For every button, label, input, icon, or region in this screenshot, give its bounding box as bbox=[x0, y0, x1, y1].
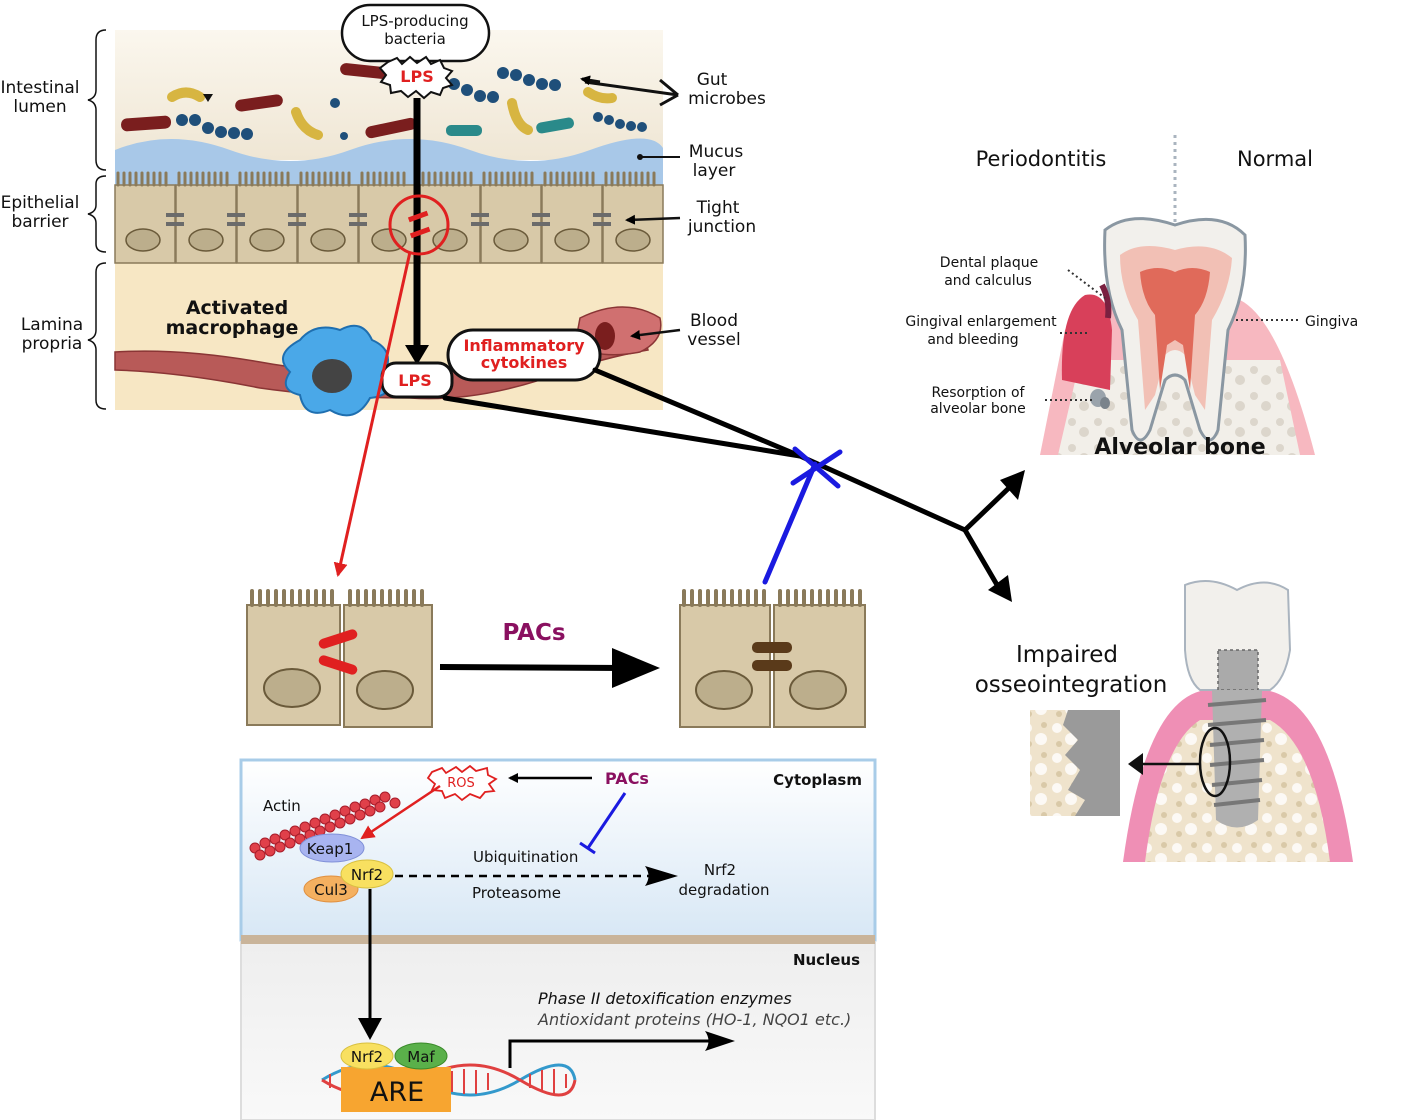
nrf2-protein bbox=[340, 859, 394, 889]
lps-label-lower: LPS bbox=[398, 371, 431, 390]
disrupted-junction-circle bbox=[388, 194, 450, 256]
label-proteasome: Proteasome bbox=[472, 884, 561, 902]
label-maf: Maf bbox=[407, 1048, 435, 1066]
lps-burst-badge bbox=[378, 55, 454, 100]
cytokines-pill bbox=[446, 328, 602, 382]
label-nrf2: Nrf2 bbox=[351, 866, 383, 884]
pacs-blocking-mark bbox=[762, 446, 843, 585]
restored-cells bbox=[679, 589, 866, 728]
label-keap1: Keap1 bbox=[307, 840, 354, 858]
label-nrf2-nuclear: Nrf2 bbox=[351, 1048, 383, 1066]
nucleus-panel bbox=[240, 941, 876, 1120]
macrophage-cell bbox=[281, 324, 390, 417]
label-ros: ROS bbox=[447, 776, 475, 791]
implant-illustration bbox=[1030, 580, 1353, 862]
label-antioxidant-proteins: Antioxidant proteins (HO-1, NQO1 etc.) bbox=[537, 1010, 851, 1029]
gut-microbes-pointer bbox=[584, 78, 679, 107]
nrf2-nuclear-protein bbox=[340, 1042, 394, 1070]
cul3-protein bbox=[303, 875, 359, 903]
systemic-effect-arrows bbox=[442, 367, 1015, 593]
label-periodontitis: Periodontitis bbox=[976, 147, 1107, 171]
keap1-protein bbox=[299, 833, 365, 863]
label-alveolar-bone: Alveolar bone bbox=[1094, 435, 1265, 460]
gut-microbes bbox=[121, 63, 647, 140]
barrier-disruption-arrow bbox=[333, 251, 412, 577]
label-phase2-enzymes: Phase II detoxification enzymes bbox=[538, 989, 792, 1008]
actin-filament bbox=[249, 791, 401, 861]
nuclear-membrane bbox=[241, 935, 875, 944]
disrupted-cells bbox=[246, 589, 433, 728]
label-gingiva: Gingiva bbox=[1305, 314, 1358, 330]
label-cul3: Cul3 bbox=[314, 881, 348, 899]
label-pacs-pathway: PACs bbox=[605, 769, 649, 788]
pacs-ubiquitination-inhibit bbox=[586, 792, 627, 849]
epithelial-cells bbox=[114, 171, 664, 264]
maf-protein bbox=[394, 1042, 448, 1070]
label-normal: Normal bbox=[1237, 147, 1313, 171]
layer-brackets bbox=[87, 29, 107, 410]
pacs-restore-arrow bbox=[439, 664, 626, 671]
label-actin: Actin bbox=[263, 797, 301, 815]
are-element bbox=[341, 1067, 451, 1112]
ros-badge bbox=[426, 764, 498, 802]
label-are: ARE bbox=[370, 1077, 424, 1108]
lps-label-top: LPS bbox=[400, 67, 433, 86]
ros-keap1-arrow bbox=[360, 784, 441, 840]
tooth-illustration bbox=[1040, 217, 1315, 455]
label-nucleus: Nucleus bbox=[793, 951, 860, 969]
label-ubiquitination: Ubiquitination bbox=[473, 848, 578, 866]
transcription-arrow bbox=[508, 1039, 710, 1068]
label-pacs-middle: PACs bbox=[502, 620, 565, 646]
label-cytoplasm: Cytoplasm bbox=[773, 771, 862, 789]
